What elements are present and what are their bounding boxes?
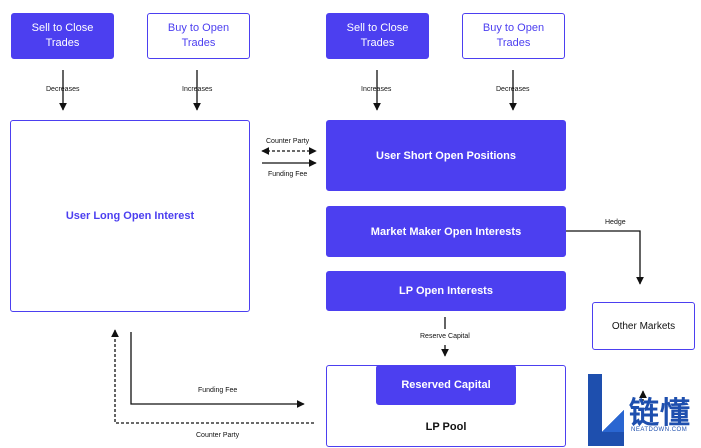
right-sell-to-close-button: Sell to Close Trades (326, 13, 429, 59)
right-buy-to-open-button: Buy to Open Trades (462, 13, 565, 59)
reserved-capital-label: Reserved Capital (401, 379, 491, 391)
reserved-capital-box: Reserved Capital (376, 365, 516, 405)
watermark-logo: 链懂 NEATDOWN.COM (585, 372, 701, 448)
label-funding-fee-top: Funding Fee (268, 171, 308, 178)
other-markets-box: Other Markets (592, 302, 695, 350)
right-buy-to-open-label: Buy to Open Trades (482, 22, 545, 49)
label-right-decreases: Decreases (496, 86, 530, 93)
market-maker-open-interests-label: Market Maker Open Interests (370, 225, 522, 238)
label-hedge: Hedge (605, 219, 626, 226)
watermark-letter-l-icon (585, 372, 625, 448)
lp-open-interests-box: LP Open Interests (326, 271, 566, 311)
label-left-increases: Increases (182, 86, 213, 93)
left-sell-to-close-label: Sell to Close Trades (31, 22, 94, 49)
lp-open-interests-label: LP Open Interests (399, 285, 493, 297)
left-sell-to-close-button: Sell to Close Trades (11, 13, 114, 59)
label-left-decreases: Decreases (46, 86, 80, 93)
user-long-open-interest-label: User Long Open Interest (65, 210, 195, 222)
market-maker-open-interests-box: Market Maker Open Interests (326, 206, 566, 257)
right-sell-to-close-label: Sell to Close Trades (346, 22, 409, 49)
label-right-increases: Increases (361, 86, 392, 93)
other-markets-label: Other Markets (611, 320, 676, 332)
label-counter-party-top: Counter Party (266, 138, 310, 145)
arrow-funding-fee-bottom (130, 332, 305, 408)
left-buy-to-open-label: Buy to Open Trades (167, 22, 230, 49)
watermark-site-text: NEATDOWN.COM (631, 427, 688, 433)
user-short-open-positions-box: User Short Open Positions (326, 120, 566, 191)
label-reserve-capital: Reserve Capital (420, 333, 470, 340)
watermark-chinese-text: 链懂 (629, 396, 691, 431)
lp-pool-label: LP Pool (425, 421, 467, 433)
user-short-open-positions-label: User Short Open Positions (376, 149, 516, 162)
arrow-counter-party-bottom (111, 329, 314, 424)
user-long-open-interest-box: User Long Open Interest (10, 120, 250, 312)
label-funding-fee-bottom: Funding Fee (198, 387, 238, 394)
label-counter-party-bottom: Counter Party (196, 432, 240, 439)
left-buy-to-open-button: Buy to Open Trades (147, 13, 250, 59)
arrow-hedge (566, 230, 644, 285)
